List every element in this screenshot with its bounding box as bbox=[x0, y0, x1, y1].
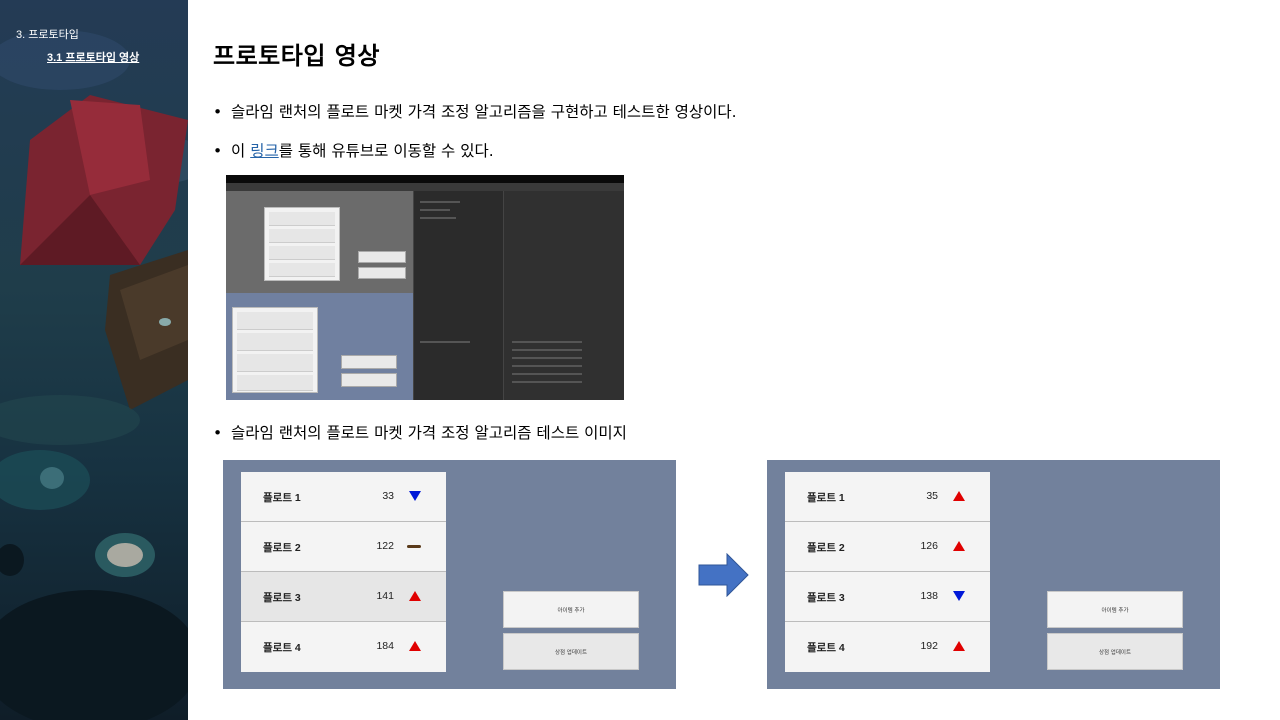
list-item: 플로트 4 192 bbox=[785, 622, 990, 672]
bullet-text-suffix: 를 통해 유튜브로 이동할 수 있다. bbox=[278, 142, 494, 160]
youtube-link[interactable]: 링크 bbox=[250, 142, 279, 160]
price-flat-icon bbox=[407, 541, 421, 552]
scene-list-row bbox=[269, 246, 335, 260]
sidebar-nav: 3. 프로토타입 3.1 프로토타입 영상 bbox=[16, 26, 139, 65]
game-list-row bbox=[237, 333, 313, 351]
list-item: 플로트 2 126 bbox=[785, 522, 990, 572]
game-button bbox=[341, 355, 397, 369]
bullet-test-image: • 슬라임 랜처의 플로트 마켓 가격 조정 알고리즘 테스트 이미지 bbox=[213, 421, 627, 443]
item-price: 192 bbox=[920, 640, 938, 652]
item-price: 33 bbox=[382, 490, 394, 502]
video-thumbnail[interactable] bbox=[226, 175, 624, 400]
item-name: 플로트 4 bbox=[263, 642, 301, 654]
editor-game-view bbox=[226, 293, 413, 400]
item-name: 플로트 2 bbox=[263, 542, 301, 554]
scene-button bbox=[358, 251, 406, 263]
price-up-icon bbox=[953, 641, 965, 652]
item-name: 플로트 1 bbox=[263, 492, 301, 504]
editor-titlebar bbox=[226, 175, 624, 183]
editor-inspector bbox=[503, 191, 624, 400]
game-list-row bbox=[237, 375, 313, 391]
item-price: 141 bbox=[376, 590, 394, 602]
bullet-marker: • bbox=[213, 103, 223, 121]
scene-list-panel bbox=[264, 207, 340, 281]
game-list-row bbox=[237, 354, 313, 372]
game-list-row bbox=[237, 312, 313, 330]
market-before-screenshot: 플로트 1 33 플로트 2 122 플로트 3 141 플로트 4 184 아… bbox=[223, 460, 676, 689]
price-down-icon bbox=[409, 491, 421, 502]
bullet-marker: • bbox=[213, 424, 223, 442]
item-price: 35 bbox=[926, 490, 938, 502]
bullet-text: 슬라임 랜처의 플로트 마켓 가격 조정 알고리즘을 구현하고 테스트한 영상이… bbox=[231, 103, 737, 121]
game-button bbox=[341, 373, 397, 387]
price-up-icon bbox=[409, 591, 421, 602]
list-item: 플로트 3 141 bbox=[241, 572, 446, 622]
bullet-description: • 슬라임 랜처의 플로트 마켓 가격 조정 알고리즘을 구현하고 테스트한 영상… bbox=[213, 100, 737, 122]
scene-button bbox=[358, 267, 406, 279]
item-price: 122 bbox=[376, 540, 394, 552]
item-price: 126 bbox=[920, 540, 938, 552]
float-price-list: 플로트 1 35 플로트 2 126 플로트 3 138 플로트 4 192 bbox=[785, 472, 990, 672]
add-item-button[interactable]: 아이템 추가 bbox=[503, 591, 639, 628]
list-item: 플로트 2 122 bbox=[241, 522, 446, 572]
bullet-text-prefix: 이 bbox=[231, 142, 251, 160]
item-name: 플로트 2 bbox=[807, 542, 845, 554]
item-name: 플로트 4 bbox=[807, 642, 845, 654]
price-up-icon bbox=[409, 641, 421, 652]
bullet-text: 슬라임 랜처의 플로트 마켓 가격 조정 알고리즘 테스트 이미지 bbox=[231, 424, 627, 442]
item-name: 플로트 3 bbox=[807, 592, 845, 604]
shop-update-button[interactable]: 상점 업데이트 bbox=[503, 633, 639, 670]
item-name: 플로트 3 bbox=[263, 592, 301, 604]
add-item-button[interactable]: 아이템 추가 bbox=[1047, 591, 1183, 628]
item-price: 138 bbox=[920, 590, 938, 602]
bullet-marker: • bbox=[213, 142, 223, 160]
editor-menubar bbox=[226, 183, 624, 191]
scene-list-row bbox=[269, 212, 335, 226]
list-item: 플로트 3 138 bbox=[785, 572, 990, 622]
game-list-panel bbox=[232, 307, 318, 393]
price-up-icon bbox=[953, 491, 965, 502]
nav-subsection-current[interactable]: 3.1 프로토타입 영상 bbox=[47, 52, 140, 64]
item-price: 184 bbox=[376, 640, 394, 652]
editor-hierarchy bbox=[413, 191, 503, 400]
shop-update-button[interactable]: 상점 업데이트 bbox=[1047, 633, 1183, 670]
price-down-icon bbox=[953, 591, 965, 602]
list-item: 플로트 4 184 bbox=[241, 622, 446, 672]
page-title: 프로토타입 영상 bbox=[213, 42, 380, 70]
list-item: 플로트 1 35 bbox=[785, 472, 990, 522]
scene-list-row bbox=[269, 229, 335, 243]
bullet-link: • 이 링크를 통해 유튜브로 이동할 수 있다. bbox=[213, 139, 494, 161]
scene-list-row bbox=[269, 263, 335, 277]
right-arrow-icon bbox=[698, 553, 749, 597]
sidebar: 3. 프로토타입 3.1 프로토타입 영상 bbox=[0, 0, 188, 720]
nav-section[interactable]: 3. 프로토타입 bbox=[16, 29, 79, 41]
float-price-list: 플로트 1 33 플로트 2 122 플로트 3 141 플로트 4 184 bbox=[241, 472, 446, 672]
price-up-icon bbox=[953, 541, 965, 552]
item-name: 플로트 1 bbox=[807, 492, 845, 504]
list-item: 플로트 1 33 bbox=[241, 472, 446, 522]
sidebar-background-art bbox=[0, 30, 188, 720]
market-after-screenshot: 플로트 1 35 플로트 2 126 플로트 3 138 플로트 4 192 아… bbox=[767, 460, 1220, 689]
